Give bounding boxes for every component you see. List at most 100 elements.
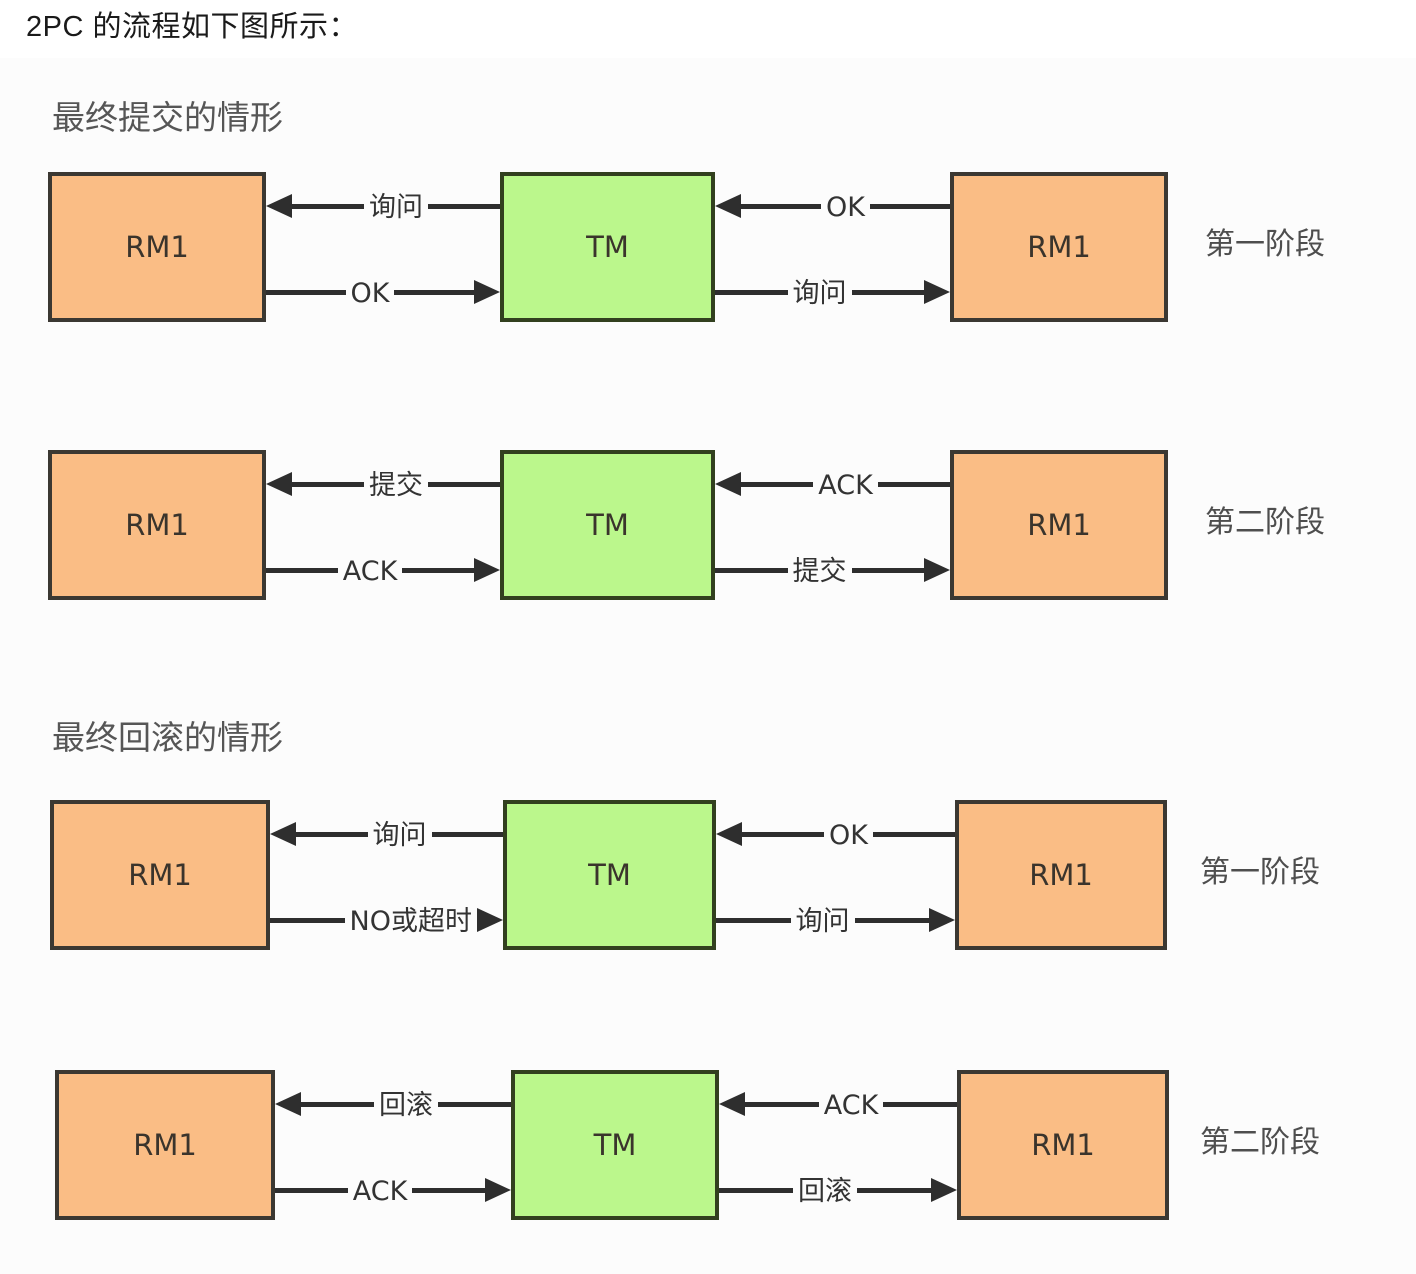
flow-row-commit-phase1: RM1 TM RM1 询问 OK OK 询问 — [0, 172, 1416, 324]
arrowhead-left-icon — [719, 1092, 745, 1116]
arrow-shaft — [428, 203, 500, 209]
arrow-shaft — [741, 203, 822, 209]
arrow-label: 询问 — [792, 277, 847, 309]
arrow-shaft — [266, 567, 338, 573]
arrow-label: 回滚 — [798, 1175, 852, 1207]
arrowhead-left-icon — [275, 1092, 301, 1116]
arrow-shaft — [716, 917, 791, 923]
arrow-tm-to-rm1-left: 回滚 — [275, 1084, 511, 1124]
node-rm1-left: RM1 — [55, 1070, 275, 1220]
arrow-rm1-left-to-tm: ACK — [275, 1170, 511, 1210]
arrowhead-right-icon — [924, 558, 950, 582]
arrowhead-left-icon — [270, 822, 296, 846]
arrow-shaft — [741, 481, 814, 487]
arrow-rm1-right-to-tm: OK — [716, 814, 955, 854]
phase-label: 第二阶段 — [1205, 505, 1325, 540]
arrow-label: 提交 — [792, 555, 847, 587]
arrow-label: 提交 — [369, 469, 423, 501]
arrowhead-left-icon — [715, 194, 741, 218]
arrow-label: NO或超时 — [349, 905, 472, 937]
arrow-tm-to-rm1-right: 提交 — [715, 550, 950, 590]
arrow-shaft — [715, 567, 788, 573]
node-tm: TM — [500, 450, 715, 600]
arrow-label: 询问 — [372, 819, 427, 851]
arrow-rm1-right-to-tm: OK — [715, 186, 950, 226]
arrowhead-left-icon — [715, 472, 741, 496]
section-header-commit: 最终提交的情形 — [52, 98, 283, 137]
arrow-shaft — [275, 1187, 348, 1193]
arrow-shaft — [872, 831, 955, 837]
node-rm1-right: RM1 — [955, 800, 1167, 950]
arrowhead-left-icon — [266, 472, 292, 496]
node-label: RM1 — [1029, 858, 1093, 892]
arrow-shaft — [742, 831, 825, 837]
arrowhead-right-icon — [924, 280, 950, 304]
arrow-label: 询问 — [369, 191, 423, 223]
arrow-tm-to-rm1-left: 询问 — [270, 814, 503, 854]
arrow-label: 询问 — [795, 905, 850, 937]
phase-label: 第一阶段 — [1205, 227, 1325, 262]
arrow-shaft — [402, 567, 474, 573]
arrow-tm-to-rm1-left: 提交 — [266, 464, 500, 504]
arrow-label: ACK — [823, 1089, 879, 1121]
arrow-label: OK — [826, 191, 865, 223]
node-rm1-right: RM1 — [950, 450, 1168, 600]
node-tm: TM — [500, 172, 715, 322]
arrow-shaft — [292, 481, 364, 487]
arrow-shaft — [292, 203, 364, 209]
arrowhead-right-icon — [485, 1178, 511, 1202]
arrow-shaft — [270, 917, 345, 923]
section-header-rollback: 最终回滚的情形 — [52, 718, 283, 757]
node-label: RM1 — [1031, 1128, 1095, 1162]
node-rm1-right: RM1 — [950, 172, 1168, 322]
arrow-shaft — [883, 1101, 957, 1107]
two-phase-commit-diagram: 最终提交的情形 RM1 TM RM1 询问 OK OK — [0, 58, 1416, 1274]
flow-row-rollback-phase1: RM1 TM RM1 询问 NO或超时 OK 询问 — [0, 800, 1416, 952]
arrowhead-right-icon — [474, 558, 500, 582]
node-rm1-left: RM1 — [50, 800, 270, 950]
node-label: RM1 — [1027, 230, 1091, 264]
arrow-shaft — [857, 1187, 931, 1193]
arrowhead-left-icon — [266, 194, 292, 218]
node-tm: TM — [503, 800, 716, 950]
arrow-shaft — [854, 917, 929, 923]
node-rm1-right: RM1 — [957, 1070, 1169, 1220]
arrow-shaft — [438, 1101, 511, 1107]
flow-row-commit-phase2: RM1 TM RM1 提交 ACK ACK 提交 — [0, 450, 1416, 602]
arrow-rm1-left-to-tm: NO或超时 — [270, 900, 503, 940]
arrow-label: ACK — [342, 555, 398, 587]
node-rm1-left: RM1 — [48, 172, 266, 322]
arrow-shaft — [719, 1187, 793, 1193]
arrow-tm-to-rm1-right: 询问 — [715, 272, 950, 312]
arrow-rm1-right-to-tm: ACK — [715, 464, 950, 504]
arrowhead-left-icon — [716, 822, 742, 846]
arrow-tm-to-rm1-right: 回滚 — [719, 1170, 957, 1210]
arrowhead-right-icon — [929, 908, 955, 932]
arrow-shaft — [266, 289, 346, 295]
arrow-shaft — [877, 481, 950, 487]
arrow-label: ACK — [352, 1175, 408, 1207]
arrow-rm1-right-to-tm: ACK — [719, 1084, 957, 1124]
arrowhead-right-icon — [477, 908, 503, 932]
arrow-tm-to-rm1-left: 询问 — [266, 186, 500, 226]
arrowhead-right-icon — [931, 1178, 957, 1202]
node-label: TM — [586, 230, 629, 264]
node-rm1-left: RM1 — [48, 450, 266, 600]
arrow-shaft — [428, 481, 500, 487]
arrow-shaft — [412, 1187, 485, 1193]
arrow-shaft — [851, 567, 924, 573]
phase-label: 第一阶段 — [1200, 855, 1320, 890]
arrow-label: OK — [350, 277, 390, 309]
arrow-label: 回滚 — [379, 1089, 433, 1121]
arrow-shaft — [431, 831, 503, 837]
arrow-label: ACK — [818, 469, 873, 501]
node-label: RM1 — [125, 230, 189, 264]
node-label: TM — [588, 858, 631, 892]
node-label: TM — [586, 508, 629, 542]
arrow-shaft — [869, 203, 950, 209]
node-label: RM1 — [133, 1128, 197, 1162]
flow-row-rollback-phase2: RM1 TM RM1 回滚 ACK ACK 回滚 — [0, 1070, 1416, 1222]
node-label: TM — [593, 1128, 637, 1162]
arrow-rm1-left-to-tm: OK — [266, 272, 500, 312]
arrow-shaft — [745, 1101, 819, 1107]
